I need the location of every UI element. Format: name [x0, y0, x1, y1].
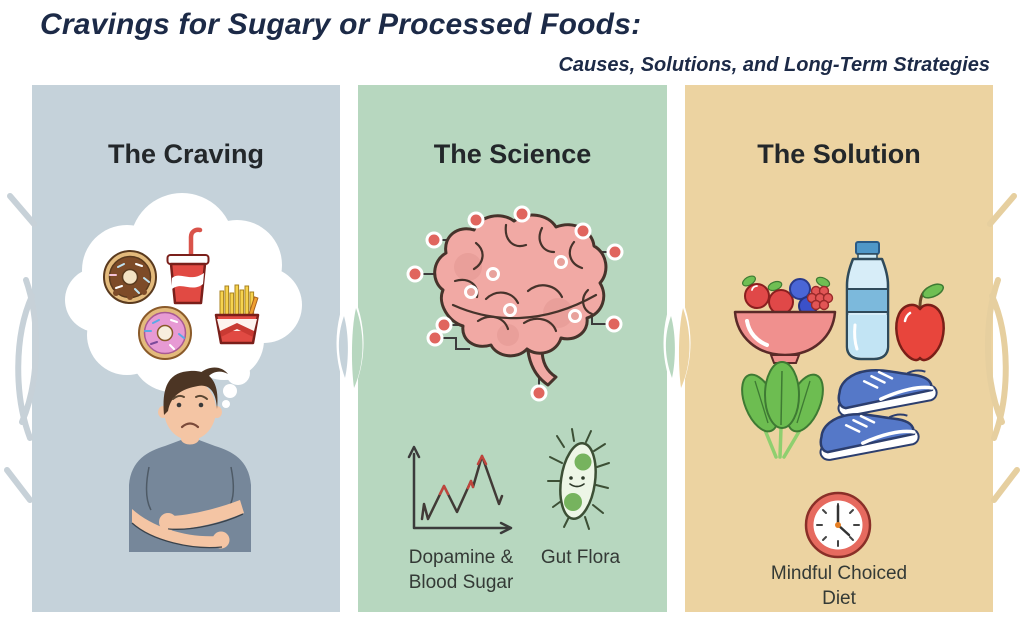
- spinach-icon: [741, 361, 824, 459]
- page-subtitle: Causes, Solutions, and Long-Term Strateg…: [558, 54, 990, 76]
- sad-man-icon: [129, 367, 251, 552]
- diet-label: Mindful Choiced Diet: [770, 563, 908, 609]
- brain-circuit-icon: [406, 205, 624, 402]
- chart-label: Dopamine & Blood Sugar: [408, 547, 514, 593]
- craving-illustration: [65, 193, 302, 552]
- apple-icon: [895, 283, 945, 362]
- soda-cup-icon: [166, 227, 210, 305]
- solution-illustration: [733, 241, 945, 559]
- page-title: Cravings for Sugary or Processed Foods:: [40, 8, 642, 41]
- chocolate-donut-icon: [103, 250, 157, 304]
- panel-science-title: The Science: [433, 139, 592, 169]
- panel-science: The Science: [358, 85, 667, 612]
- panel-solution: The Solution: [685, 85, 993, 612]
- panel-solution-title: The Solution: [757, 139, 921, 169]
- gut-bacteria-icon: [547, 428, 610, 530]
- science-illustration: [406, 205, 624, 535]
- water-bottle-icon: [845, 241, 890, 361]
- sneakers-icon: [814, 359, 940, 463]
- panel-craving-title: The Craving: [107, 139, 265, 169]
- panel-craving: The Craving: [32, 85, 340, 612]
- clock-icon: [804, 491, 872, 559]
- berry-bowl-icon: [733, 275, 837, 364]
- bacteria-label: Gut Flora: [540, 547, 621, 568]
- french-fries-icon: [214, 284, 260, 345]
- line-chart-icon: [407, 445, 513, 535]
- pink-donut-icon: [138, 306, 192, 360]
